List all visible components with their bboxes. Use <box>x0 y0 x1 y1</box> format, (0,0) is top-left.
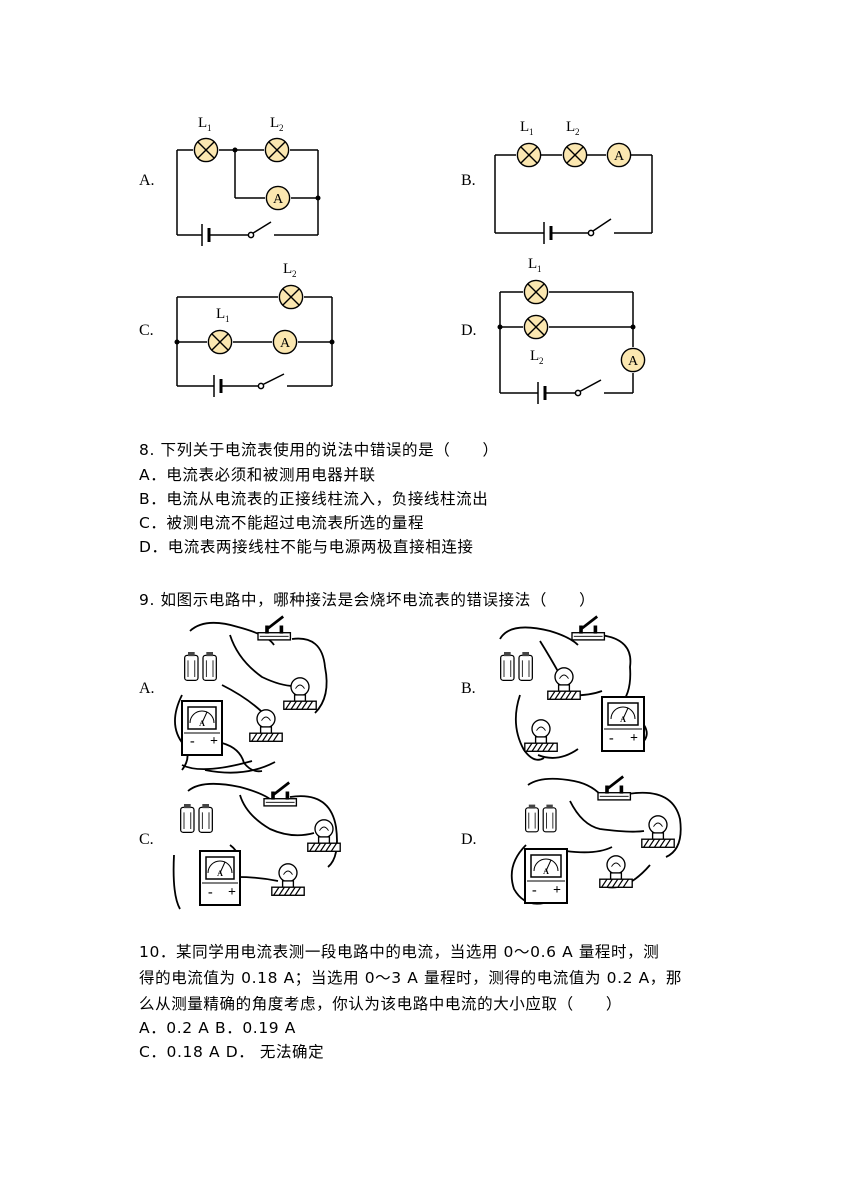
q7-option-d-label: D. <box>461 322 477 339</box>
circuit-a <box>176 147 321 246</box>
lamp-l2-icon <box>562 142 588 168</box>
bulb-icon <box>271 863 305 897</box>
picture-b: A - + <box>499 615 648 761</box>
lamp-l1-icon <box>516 142 542 168</box>
ammeter-device-icon: A - + <box>199 850 241 906</box>
circuit-c <box>174 296 335 397</box>
label-l2-sub: 2 <box>539 356 544 366</box>
label-l1-sub: 1 <box>225 314 230 324</box>
ammeter-device-icon: A - + <box>601 696 645 752</box>
ammeter-label: A <box>628 354 639 369</box>
bulb-icon <box>283 677 317 711</box>
ammeter-device-icon: A - + <box>524 848 568 904</box>
q10-option-cd: C．0.18 A D． 无法确定 <box>139 1043 325 1061</box>
label-l2-sub: 2 <box>279 123 284 133</box>
q7-circuit-diagrams: L 1 L 2 A L 1 L 2 A <box>174 115 653 404</box>
q10-line-1: 10．某同学用电流表测一段电路中的电流，当选用 0～0.6 A 量程时，测 <box>139 943 660 961</box>
q9-stem: 9. 如图示电路中，哪种接法是会烧坏电流表的错误接法（ ） <box>139 591 596 609</box>
bulb-icon <box>547 667 581 701</box>
q7-option-c-label: C. <box>139 322 154 339</box>
label-l1: L <box>216 306 225 322</box>
ammeter-label: A <box>273 192 284 207</box>
battery-icon <box>183 651 218 682</box>
picture-d: A - + <box>510 775 682 905</box>
ammeter-label: A <box>280 336 291 351</box>
lamp-l1-icon <box>523 279 549 305</box>
label-l2: L <box>283 261 292 277</box>
q9-circuit-pictures: A - + A - + <box>172 615 682 910</box>
ammeter-device-icon: A - + <box>181 700 223 756</box>
switch-icon <box>256 615 292 642</box>
q9-option-c-label: C. <box>139 831 154 848</box>
picture-a: A - + <box>174 615 328 774</box>
lamp-l2-icon <box>278 284 304 310</box>
q8-option-d: D．电流表两接线柱不能与电源两极直接相连接 <box>139 538 474 556</box>
q9-option-b-label: B. <box>461 680 476 697</box>
svg-text:A: A <box>217 869 223 878</box>
q9-option-d-label: D. <box>461 831 477 848</box>
svg-text:A: A <box>620 715 626 724</box>
label-l2: L <box>270 115 279 131</box>
svg-text:+: + <box>210 734 218 749</box>
label-l2: L <box>566 119 575 135</box>
lamp-l1-icon <box>207 329 233 355</box>
circuit-d <box>497 291 636 404</box>
label-l1: L <box>528 256 537 272</box>
circuit-b <box>494 154 653 244</box>
svg-text:-: - <box>609 731 614 746</box>
q7-option-a-label: A. <box>139 172 155 189</box>
label-l1-sub: 1 <box>207 123 212 133</box>
svg-text:A: A <box>543 867 549 876</box>
svg-text:A: A <box>199 719 205 728</box>
q8-option-a: A．电流表必须和被测用电器并联 <box>139 466 376 484</box>
label-l2-sub: 2 <box>575 127 580 137</box>
switch-icon <box>262 781 298 808</box>
svg-text:+: + <box>630 731 638 746</box>
q10-line-2: 得的电流值为 0.18 A；当选用 0～3 A 量程时，测得的电流值为 0.2 … <box>139 969 682 987</box>
switch-icon <box>570 615 606 642</box>
label-l1-sub: 1 <box>529 127 534 137</box>
q8-option-c: C．被测电流不能超过电流表所选的量程 <box>139 514 425 532</box>
bulb-icon <box>249 709 283 743</box>
battery-icon <box>524 803 557 833</box>
q8-stem: 8. 下列关于电流表使用的说法中错误的是（ ） <box>139 441 499 459</box>
label-l1-sub: 1 <box>537 264 542 274</box>
q10-line-3: 么从测量精确的角度考虑，你认为该电路中电流的大小应取（ ） <box>139 995 623 1013</box>
bulb-icon <box>599 855 633 889</box>
label-l2-sub: 2 <box>292 269 297 279</box>
q7-option-b-label: B. <box>461 172 476 189</box>
svg-text:-: - <box>190 734 195 749</box>
bulb-icon <box>524 719 558 753</box>
picture-c: A - + <box>172 781 341 910</box>
svg-text:-: - <box>532 883 537 898</box>
battery-icon <box>499 651 534 682</box>
q8-option-b: B．电流从电流表的正接线柱流入，负接线柱流出 <box>139 490 489 508</box>
svg-text:+: + <box>553 883 561 898</box>
ammeter-label: A <box>614 149 625 164</box>
label-l1: L <box>520 119 529 135</box>
svg-text:+: + <box>228 885 236 900</box>
bulb-icon <box>641 815 675 849</box>
lamp-l2-icon <box>264 137 290 163</box>
label-l2: L <box>530 348 539 364</box>
lamp-l1-icon <box>193 137 219 163</box>
label-l1: L <box>198 115 207 131</box>
q10-option-ab: A．0.2 A B．0.19 A <box>139 1019 296 1037</box>
battery-icon <box>179 803 214 834</box>
q9-option-a-label: A. <box>139 680 155 697</box>
lamp-l2-icon <box>523 314 549 340</box>
svg-text:-: - <box>208 885 213 900</box>
switch-icon <box>596 775 632 802</box>
